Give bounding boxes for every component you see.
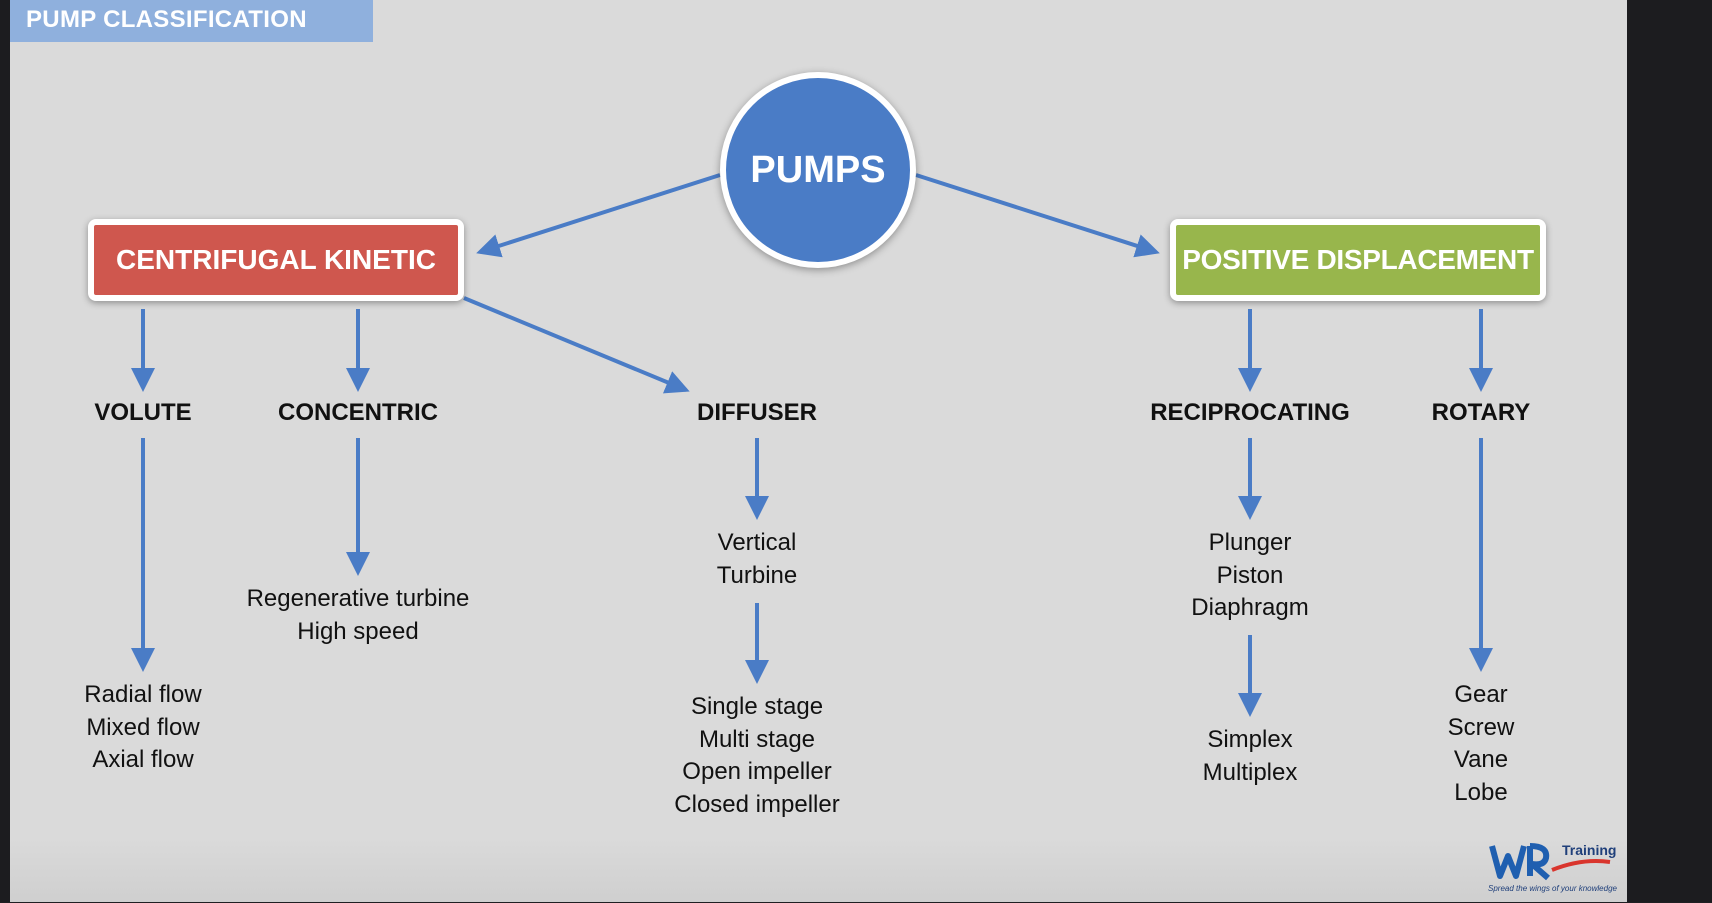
list-item: High speed — [297, 617, 419, 645]
list-item: Vane — [1453, 746, 1509, 773]
player-bottom-strip — [10, 838, 1627, 902]
list-item: Regenerative turbine — [246, 585, 470, 612]
list-item: Turbine — [716, 561, 798, 589]
right-frame-bar — [1627, 0, 1712, 902]
arrow-centrifugal-to-diffuser — [463, 296, 690, 394]
list-item: Axial flow — [92, 746, 194, 773]
volute-label: VOLUTE — [94, 399, 192, 426]
list-item: Lobe — [1454, 778, 1508, 806]
diffuser-items-1: Vertical Turbine — [627, 527, 887, 592]
rotary-label: ROTARY — [1431, 399, 1531, 426]
logo-word: Training — [1562, 842, 1617, 858]
concentric-items: Regenerative turbine High speed — [228, 583, 488, 648]
list-item: Radial flow — [84, 681, 202, 708]
reciprocating-items-2: Simplex Multiplex — [1120, 724, 1380, 789]
positive-displacement-node: POSITIVE DISPLACEMENT — [1170, 219, 1546, 301]
diffuser-items-2: Single stage Multi stage Open impeller C… — [627, 691, 887, 821]
list-item: Closed impeller — [674, 790, 840, 818]
reciprocating-items-1: Plunger Piston Diaphragm — [1120, 527, 1380, 625]
list-item: Multi stage — [698, 725, 816, 753]
root-pumps-node: PUMPS — [720, 72, 916, 268]
list-item: Screw — [1447, 713, 1515, 741]
list-item: Plunger — [1208, 529, 1292, 556]
centrifugal-kinetic-node: CENTRIFUGAL KINETIC — [88, 219, 464, 301]
list-item: Open impeller — [682, 758, 832, 785]
arrow-pumps-to-positive — [915, 173, 1160, 258]
list-item: Single stage — [690, 693, 824, 720]
logo-mark-icon — [1489, 843, 1611, 881]
logo-tagline: Spread the wings of your knowledge — [1488, 884, 1617, 893]
diffuser-label: DIFFUSER — [697, 399, 817, 426]
list-item: Simplex — [1207, 726, 1293, 753]
list-item: Piston — [1216, 561, 1284, 589]
slide-title: PUMP CLASSIFICATION — [10, 0, 373, 42]
volute-items: Radial flow Mixed flow Axial flow — [13, 679, 273, 777]
list-item: Diaphragm — [1191, 594, 1309, 621]
list-item: Mixed flow — [86, 713, 200, 741]
left-frame-bar — [0, 0, 10, 902]
list-item: Vertical — [717, 529, 797, 556]
rotary-items: Gear Screw Vane Lobe — [1351, 679, 1611, 809]
list-item: Multiplex — [1202, 758, 1298, 786]
concentric-label: CONCENTRIC — [278, 399, 438, 426]
arrow-pumps-to-centrifugal — [476, 173, 721, 258]
reciprocating-label: RECIPROCATING — [1150, 399, 1350, 426]
list-item: Gear — [1454, 681, 1508, 708]
wr-training-logo: Training Spread the wings of your knowle… — [1486, 832, 1626, 898]
